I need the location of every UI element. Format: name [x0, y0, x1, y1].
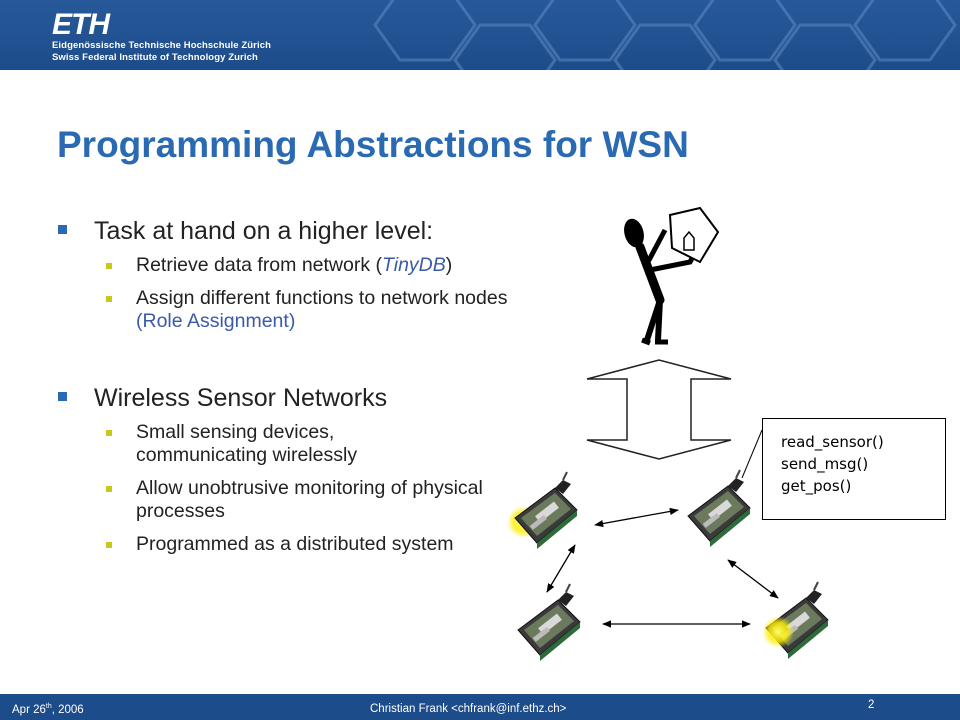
sub-bullet-text-after: )	[445, 254, 453, 276]
footer-date: Apr 26th, 2006	[12, 703, 84, 716]
sub-bullet-marker	[106, 263, 112, 269]
sub-bullet-marker	[106, 296, 112, 302]
sub-bullet-tinydb: Retrieve data from network (TinyDB)	[106, 254, 456, 277]
bullet-text: Wireless Sensor Networks	[94, 384, 388, 412]
sub-bullet-monitoring: Allow unobtrusive monitoring of physical…	[106, 477, 526, 523]
sub-bullet-role-assignment: Assign different functions to network no…	[106, 287, 556, 333]
sub-bullet-text: Assign different functions to network no…	[136, 287, 508, 309]
eth-logo: ETH Eidgenössische Technische Hochschule…	[52, 10, 271, 64]
code-line-get-pos: get_pos()	[781, 477, 852, 495]
api-code-box: read_sensor() send_msg() get_pos()	[762, 418, 946, 520]
sub-bullet-sensing-devices: Small sensing devices, communicating wir…	[106, 421, 466, 467]
highlight-tinydb: TinyDB	[382, 254, 446, 276]
sub-bullet-text: Small sensing devices, communicating wir…	[136, 421, 358, 466]
link-arrows	[546, 507, 779, 628]
page-number: 2	[868, 699, 875, 711]
bullet-marker	[58, 225, 67, 234]
sub-bullet-marker	[106, 430, 112, 436]
stick-figure-icon	[624, 206, 720, 346]
slide-title: Programming Abstractions for WSN	[57, 124, 689, 165]
sub-bullet-text: Retrieve data from network (	[136, 254, 383, 276]
double-arrow-icon	[586, 359, 732, 460]
code-line-send-msg: send_msg()	[781, 455, 869, 473]
institute-name-de: Eidgenössische Technische Hochschule Zür…	[52, 40, 271, 51]
code-line-read-sensor: read_sensor()	[781, 433, 884, 451]
sub-bullet-marker	[106, 542, 112, 548]
sub-bullet-marker	[106, 486, 112, 492]
sensor-node-icon	[762, 581, 829, 660]
sub-bullet-text: Allow unobtrusive monitoring of physical…	[136, 477, 483, 522]
sensor-node-icon	[517, 583, 581, 662]
hexagon-pattern	[373, 0, 957, 70]
bullet-text: Task at hand on a higher level:	[94, 217, 434, 245]
footer-date-sup: th	[45, 703, 52, 710]
footer-date-text: Apr 26	[12, 703, 46, 716]
bullet-list: Task at hand on a higher level: Retrieve…	[58, 216, 558, 556]
bullet-wsn: Wireless Sensor Networks	[58, 383, 558, 413]
sub-bullet-distributed: Programmed as a distributed system	[106, 533, 496, 556]
eth-logo-text: ETH	[52, 8, 110, 41]
header-banner: ETH Eidgenössische Technische Hochschule…	[0, 0, 960, 70]
footer-year: , 2006	[51, 703, 84, 716]
highlight-role-assignment: (Role Assignment)	[136, 310, 296, 332]
sensor-node-icon	[507, 471, 578, 550]
bullet-marker	[58, 392, 67, 401]
bullet-task: Task at hand on a higher level:	[58, 216, 558, 246]
footer-author: Christian Frank <chfrank@inf.ethz.ch>	[370, 703, 567, 715]
sensor-node-icon	[687, 469, 751, 548]
sub-bullet-text: Programmed as a distributed system	[136, 533, 454, 555]
footer-bar: Apr 26th, 2006 Christian Frank <chfrank@…	[0, 694, 960, 720]
institute-name-en: Swiss Federal Institute of Technology Zu…	[52, 52, 258, 63]
